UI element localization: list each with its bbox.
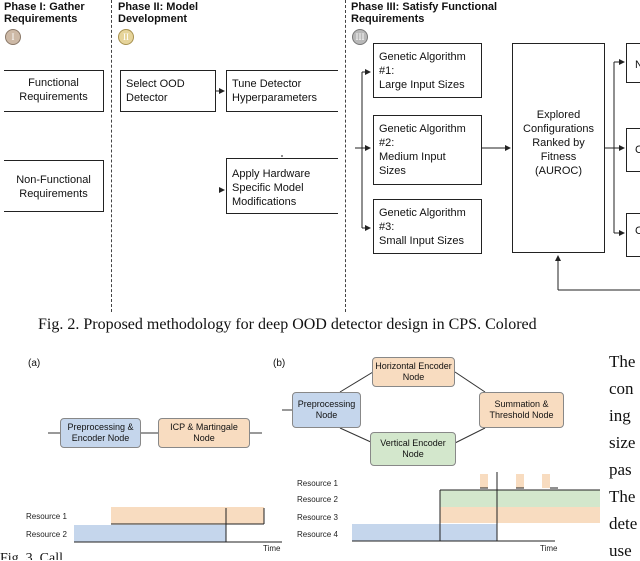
output-box-1: N [626, 43, 640, 83]
phase-3-badge: III [352, 29, 368, 45]
preprocessing-encoder-node: Preprocessing & Encoder Node [60, 418, 141, 448]
resource-label: Resource 3 [297, 513, 338, 522]
genetic-algorithm-2-box: Genetic Algorithm #2: Medium Input Sizes [373, 115, 482, 185]
summation-threshold-node: Summation & Threshold Node [479, 392, 564, 428]
horizontal-encoder-node: Horizontal Encoder Node [372, 357, 455, 387]
body-text-line: dete [609, 514, 638, 533]
body-text-line: ing [609, 406, 631, 425]
time-axis-label: Time [540, 544, 558, 553]
phase-3-title: Phase III: Satisfy Functional Requiremen… [351, 1, 498, 25]
figure-2-caption: Fig. 2. Proposed methodology for deep OO… [38, 316, 537, 333]
phase-2-title: Phase II: Model Development [118, 1, 199, 25]
phase-2-badge: II [118, 29, 134, 45]
resource-label: Resource 2 [297, 495, 338, 504]
preprocessing-node: Preprocessing Node [292, 392, 361, 428]
genetic-algorithm-3-box: Genetic Algorithm #3: Small Input Sizes [373, 199, 482, 254]
phase-divider-1 [111, 0, 112, 312]
resource-label: Resource 1 [297, 479, 338, 488]
body-text-line: con [609, 379, 634, 398]
resource-1-bar [516, 474, 524, 488]
time-axis-label: Time [263, 544, 281, 553]
non-functional-requirements-box: Non-Functional Requirements [4, 160, 104, 212]
resource-label: Resource 1 [26, 512, 67, 521]
resource-label: Resource 4 [297, 530, 338, 539]
phase-divider-2 [345, 0, 346, 312]
explored-configurations-box: Explored Configurations Ranked by Fitnes… [512, 43, 605, 253]
resource-2-bar [440, 490, 600, 507]
select-ood-detector-box: Select OOD Detector [120, 70, 216, 112]
genetic-algorithm-1-box: Genetic Algorithm #1: Large Input Sizes [373, 43, 482, 98]
panel-a-timeline [74, 508, 282, 543]
resource-1-bar [542, 474, 550, 488]
tune-hyperparameters-box: Tune Detector Hyperparameters [226, 70, 338, 112]
phase-1-title: Phase I: Gather Requirements [4, 1, 85, 25]
panel-b-label: (b) [273, 358, 286, 369]
body-text-line: The [609, 352, 636, 371]
figure-3-caption: Fig. 3. Call [0, 552, 64, 560]
panel-a-label: (a) [28, 358, 41, 369]
panel-b-timeline [352, 472, 600, 542]
figure-2-connectors [216, 59, 640, 291]
panel-a-flow [48, 432, 262, 434]
body-text-line: use [609, 541, 632, 560]
vertical-encoder-node: Vertical Encoder Node [370, 432, 456, 466]
body-text-line: size [609, 433, 636, 452]
apply-hardware-box: Apply Hardware Specific Model Modificati… [226, 158, 338, 214]
resource-1-bar [480, 474, 488, 488]
icp-martingale-node: ICP & Martingale Node [158, 418, 250, 448]
phase-1-badge: I [5, 29, 21, 45]
resource-2-bar [74, 525, 226, 542]
resource-4-bar [352, 524, 497, 541]
body-text-line: pas [609, 460, 632, 479]
functional-requirements-box: Functional Requirements [4, 70, 104, 112]
resource-label: Resource 2 [26, 530, 67, 539]
resource-3-bar [440, 507, 600, 523]
output-box-3: C [626, 213, 640, 257]
output-box-2: C [626, 128, 640, 172]
body-text-line: The [609, 487, 636, 506]
